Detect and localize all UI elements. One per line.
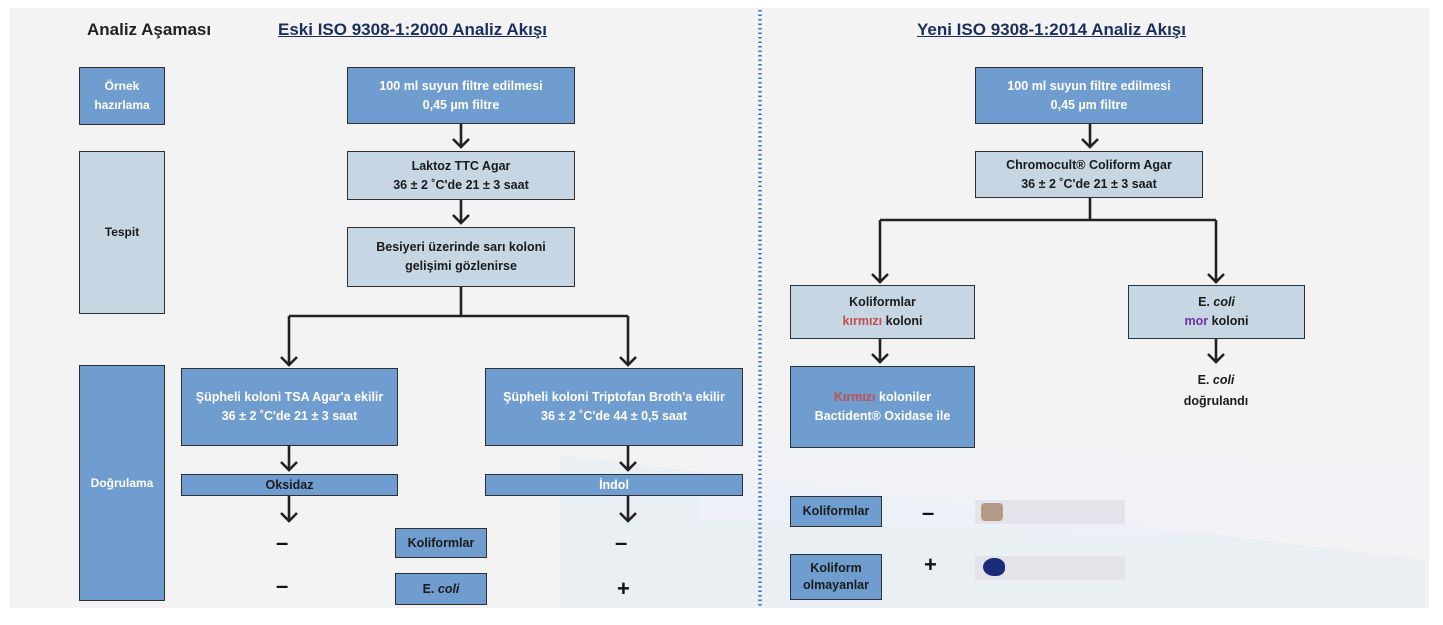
arrowhead [619, 461, 637, 472]
arrowhead [1207, 353, 1225, 364]
old-tsa-line1: Şüpheli koloni TSA Agar'a ekilir [195, 390, 384, 404]
new-confirmed-species: coli [1212, 373, 1235, 387]
arrowhead [619, 512, 637, 523]
arrowhead [871, 353, 889, 364]
old-yellow-line2: gelişimi gözlenirse [405, 259, 517, 273]
new-coliform-result-label: Koliformlar [802, 504, 870, 518]
new-non-coliform-line2: olmayanlar [802, 578, 869, 592]
old-ecoli-label-box: E. coli [395, 573, 487, 605]
new-flow-title: Yeni ISO 9308-1:2014 Analiz Akışı [917, 20, 1186, 39]
arrowhead [1081, 138, 1099, 149]
new-red-colonies-word: koloniler [875, 390, 932, 404]
arrowhead [619, 356, 637, 367]
new-ecoli-line2: mor koloni [1185, 312, 1249, 331]
new-coliform-result-box: Koliformlar [790, 496, 882, 527]
old-filter-line2: 0,45 µm filtre [422, 97, 500, 112]
new-coliform-line1: Koliformlar [849, 295, 916, 309]
old-agar-box: Laktoz TTC Agar 36 ± 2 ˚C'de 21 ± 3 saat [347, 151, 575, 200]
sample-spot [981, 503, 1003, 521]
stage-sample-prep-line1: Örnek [104, 79, 140, 93]
old-tryptophan-box: Şüpheli koloni Triptofan Broth'a ekilir … [485, 368, 743, 446]
old-indole-box: İndol [485, 474, 743, 496]
new-coliform-red-word: kırmızı [842, 314, 883, 328]
coliform-negative-sample-image [975, 500, 1125, 524]
arrowhead [1207, 273, 1225, 284]
new-ecoli-colony-word: koloni [1208, 314, 1249, 328]
old-tsa-box: Şüpheli koloni TSA Agar'a ekilir 36 ± 2 … [181, 368, 398, 446]
new-non-coliform-result-box: Koliform olmayanlar [790, 554, 882, 600]
arrowhead [280, 461, 298, 472]
new-coliform-sign: – [922, 500, 935, 525]
stage-heading: Analiz Aşaması [87, 20, 212, 39]
new-red-red-word: Kırmızı [833, 390, 876, 404]
new-ecoli-purple-word: mor [1184, 314, 1209, 328]
old-filter-box: 100 ml suyun filtre edilmesi 0,45 µm fil… [347, 67, 575, 124]
arrowhead [452, 214, 470, 225]
new-red-colony-box: Kırmızı koloniler Bactident® Oxidase ile [790, 366, 975, 448]
old-tsa-line2: 36 ± 2 ˚C'de 21 ± 3 saat [221, 409, 358, 423]
arrowhead [280, 512, 298, 523]
new-coliform-line2: kırmızı koloni [843, 312, 923, 331]
old-yellow-colony-box: Besiyeri üzerinde sarı koloni gelişimi g… [347, 227, 575, 287]
old-agar-line1: Laktoz TTC Agar [411, 158, 511, 173]
new-agar-box: Chromocult® Coliform Agar 36 ± 2 ˚C'de 2… [975, 151, 1203, 198]
old-ecoli-label: E. coli [423, 580, 460, 599]
old-oxidase-label: Oksidaz [265, 477, 314, 492]
stage-detection-label: Tespit [104, 225, 140, 239]
new-coliform-box: Koliformlar kırmızı koloni [790, 285, 975, 339]
old-coliform-label-box: Koliformlar [395, 528, 487, 558]
arrowhead [871, 273, 889, 284]
non-coliform-positive-sample-image [975, 556, 1125, 580]
old-indole-label: İndol [599, 477, 629, 492]
new-non-coliform-line1: Koliform [810, 561, 862, 575]
new-filter-line2: 0,45 µm filtre [1050, 97, 1128, 112]
new-confirmed-genus: E. [1197, 373, 1213, 387]
old-indole-coliform-sign: – [615, 530, 628, 555]
old-ecoli-label-species: coli [437, 581, 460, 596]
old-indole-ecoli-sign: + [617, 576, 630, 601]
new-confirmed-line1: E. coli [1160, 370, 1272, 391]
new-ecoli-confirmed: E. coli doğrulandı [1160, 370, 1272, 412]
old-oxidase-coliform-sign: – [276, 530, 289, 555]
old-tryptophan-line1: Şüpheli koloni Triptofan Broth'a ekilir [503, 390, 725, 404]
old-filter-line1: 100 ml suyun filtre edilmesi [379, 78, 543, 93]
stage-sample-prep: Örnek hazırlama [79, 67, 165, 125]
new-non-coliform-sign: + [924, 552, 937, 577]
new-filter-box: 100 ml suyun filtre edilmesi 0,45 µm fil… [975, 67, 1203, 124]
stage-confirmation-label: Doğrulama [90, 475, 154, 490]
new-red-line1: Kırmızı koloniler [834, 388, 931, 407]
new-agar-line2: 36 ± 2 ˚C'de 21 ± 3 saat [1021, 176, 1157, 191]
old-flow-title: Eski ISO 9308-1:2000 Analiz Akışı [278, 20, 547, 39]
arrowhead [280, 356, 298, 367]
new-agar-line1: Chromocult® Coliform Agar [1006, 157, 1172, 172]
new-coliform-colony-word: koloni [882, 314, 923, 328]
old-agar-line2: 36 ± 2 ˚C'de 21 ± 3 saat [393, 177, 529, 192]
old-yellow-line1: Besiyeri üzerinde sarı koloni [376, 240, 546, 254]
old-coliform-label: Koliformlar [407, 535, 475, 550]
new-ecoli-line1: E. coli [1198, 293, 1235, 312]
new-ecoli-genus: E. [1198, 295, 1214, 309]
stage-sample-prep-line2: hazırlama [94, 98, 150, 112]
stage-confirmation: Doğrulama [79, 365, 165, 601]
old-ecoli-label-genus: E. [422, 581, 438, 596]
old-tryptophan-line2: 36 ± 2 ˚C'de 44 ± 0,5 saat [541, 409, 687, 423]
stage-detection: Tespit [79, 151, 165, 314]
new-ecoli-species: coli [1213, 295, 1235, 309]
arrowhead [452, 138, 470, 149]
new-filter-line1: 100 ml suyun filtre edilmesi [1007, 78, 1171, 93]
new-red-line2: Bactident® Oxidase ile [814, 409, 951, 423]
new-ecoli-box: E. coli mor koloni [1128, 285, 1305, 339]
new-confirmed-line2: doğrulandı [1183, 394, 1249, 408]
old-oxidase-box: Oksidaz [181, 474, 398, 496]
sample-spot [983, 558, 1005, 576]
old-oxidase-ecoli-sign: – [276, 573, 289, 598]
